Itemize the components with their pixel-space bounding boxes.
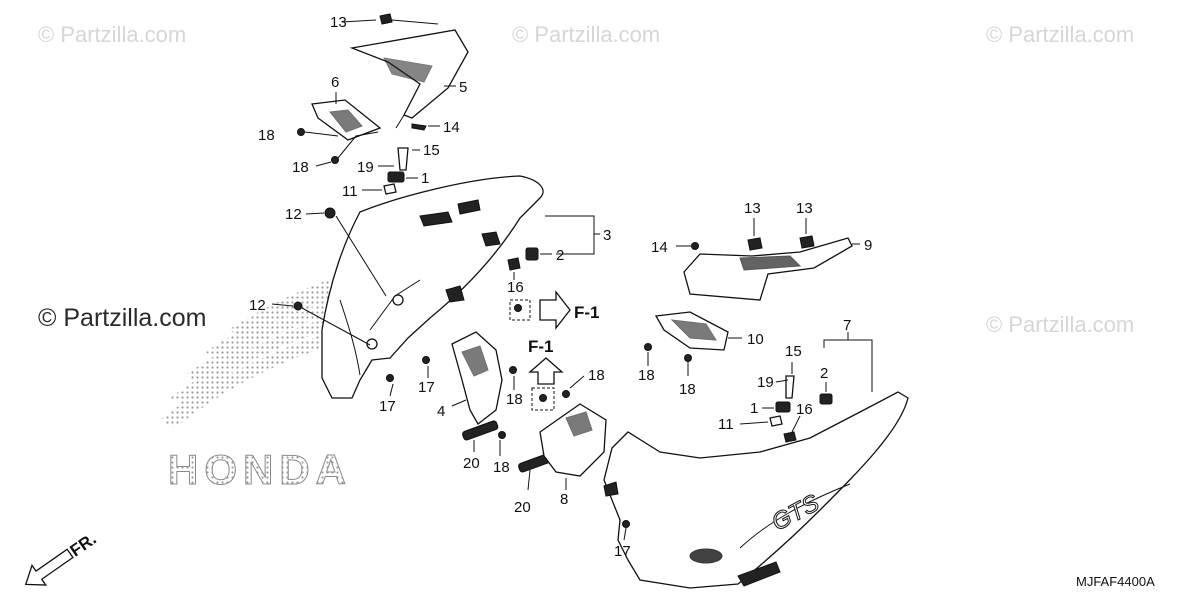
callout-6: 6 [331, 74, 339, 91]
watermark-top-left: © Partzilla.com [38, 22, 186, 47]
section-ref-right: F-1 [509, 290, 600, 330]
callout-18-b: 18 [292, 159, 309, 176]
section-ref-up: F-1 [528, 337, 564, 411]
section-ref-up-label: F-1 [528, 337, 554, 356]
fastener-13-r1 [747, 237, 763, 251]
watermark-mid-left: © Partzilla.com [38, 304, 206, 332]
front-direction-indicator: FR. [24, 529, 100, 586]
callout-19-left: 19 [357, 159, 374, 176]
part-8-lower-bracket [539, 403, 607, 477]
fastener-18-a [297, 128, 305, 136]
callout-15-left: 15 [423, 142, 440, 159]
callout-14-right: 14 [651, 239, 668, 256]
fastener-18-f [644, 343, 652, 351]
callout-16-left: 16 [507, 279, 524, 296]
callout-3: 3 [603, 227, 611, 244]
honda-wing-logo: HONDA [160, 270, 362, 494]
fastener-1-left [387, 171, 405, 183]
callout-13-top: 13 [330, 14, 347, 31]
callout-11-left: 11 [342, 183, 358, 200]
callout-18-d: 18 [588, 367, 605, 384]
arrow-right-icon [539, 290, 571, 330]
part-7-lower-side-cowl: GTS [603, 391, 909, 589]
arrow-up-icon [528, 357, 564, 385]
fastener-15-right [785, 375, 795, 399]
fastener-13-top [379, 13, 393, 25]
honda-wordmark: HONDA [168, 446, 352, 493]
front-direction-arrow-icon [24, 548, 74, 586]
part-10-bracket-right [654, 311, 729, 351]
callout-20-b: 20 [514, 499, 531, 516]
callout-1-left: 1 [421, 170, 429, 187]
fastener-1-right [775, 401, 791, 413]
fastener-18-e [498, 431, 506, 439]
callout-20-a: 20 [463, 455, 480, 472]
fastener-18-b [331, 156, 339, 164]
callout-16-right: 16 [796, 401, 813, 418]
fastener-18-inset [514, 304, 547, 402]
fastener-16-right [783, 431, 797, 443]
fastener-17-a [386, 374, 394, 382]
callout-17-b: 17 [418, 379, 435, 396]
fastener-11-left [383, 183, 397, 195]
callout-18-c: 18 [506, 391, 523, 408]
callout-4: 4 [437, 403, 445, 420]
fastener-2-right [819, 393, 833, 405]
callout-15-right: 15 [785, 343, 802, 360]
fastener-14-right [691, 242, 699, 250]
watermark-mid-right: © Partzilla.com [986, 312, 1134, 337]
fastener-16-left [507, 257, 521, 271]
callout-2-right: 2 [820, 365, 828, 382]
callout-1-right: 1 [750, 400, 758, 417]
callout-13-r2: 13 [796, 200, 813, 217]
callout-17-c: 17 [614, 543, 631, 560]
callout-18-a: 18 [258, 127, 275, 144]
fastener-15-left [397, 147, 409, 171]
fastener-18-g [684, 354, 692, 362]
fastener-17-c [622, 520, 630, 528]
fastener-13-r2 [799, 235, 815, 249]
callout-2-left: 2 [556, 247, 564, 264]
part-3-upper-side-cowl [321, 175, 544, 399]
watermark-top-center: © Partzilla.com [512, 22, 660, 47]
callout-13-r1: 13 [744, 200, 761, 217]
callout-19-right: 19 [757, 374, 774, 391]
callout-8: 8 [560, 491, 568, 508]
callout-11-right: 11 [718, 416, 734, 433]
fastener-2-left [525, 247, 539, 261]
callout-7: 7 [843, 317, 851, 334]
watermark-top-right: © Partzilla.com [986, 22, 1134, 47]
callout-12-top: 12 [285, 206, 302, 223]
part-20-rubber-left [462, 420, 499, 441]
part-5-upper-cover [349, 29, 469, 129]
callout-9: 9 [864, 237, 872, 254]
callout-14-top: 14 [443, 119, 460, 136]
callout-17-a: 17 [379, 398, 396, 415]
callout-5: 5 [459, 79, 467, 96]
diagram-code: MJFAF4400A [1076, 574, 1155, 589]
callout-18-g: 18 [679, 381, 696, 398]
callout-12-mid: 12 [249, 297, 266, 314]
fastener-12-mid [293, 301, 303, 311]
fastener-12-top [324, 207, 336, 219]
part-4-inner-bracket [451, 331, 503, 425]
part-9-upper-right-cover [683, 237, 853, 301]
fastener-14-top [411, 123, 427, 131]
part-6-bracket [311, 99, 382, 141]
fastener-17-b [422, 356, 430, 364]
fastener-11-right [769, 415, 783, 427]
section-ref-right-label: F-1 [574, 303, 600, 322]
leader-lines [271, 19, 873, 541]
callout-18-f: 18 [638, 367, 655, 384]
callout-10: 10 [747, 331, 764, 348]
fastener-18-c [509, 366, 517, 374]
fastener-18-d [562, 390, 570, 398]
callout-18-e: 18 [493, 459, 510, 476]
